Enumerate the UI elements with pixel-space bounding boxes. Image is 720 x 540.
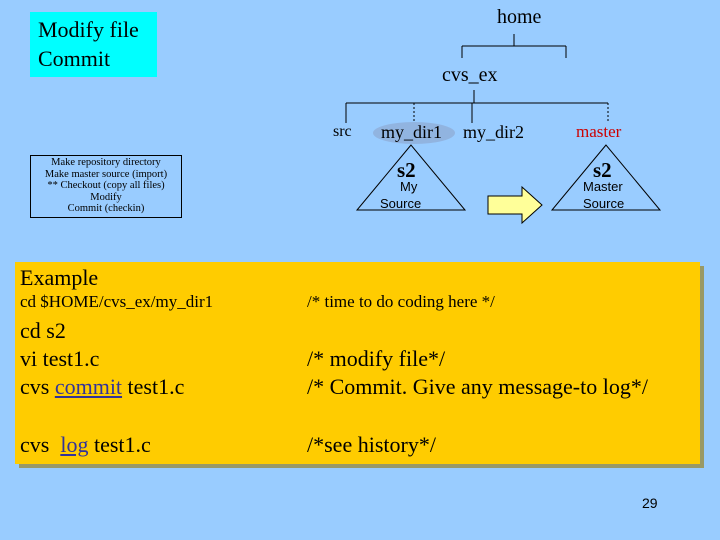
cmd-log-prefix: cvs [20,432,50,457]
commit-keyword: commit [54,374,123,399]
node-cvs-ex: cvs_ex [442,64,498,86]
tree-connectors [345,34,609,123]
step-commit: Commit (checkin) [67,203,145,214]
step-modify: Modify [90,191,122,203]
cmd-cd-s2: cd s2 [20,318,66,343]
node-src: src [333,123,352,140]
page-number: 29 [642,495,658,511]
example-heading: Example [20,265,99,290]
comment-history: /*see history*/ [307,432,436,457]
left-triangle-line1: My [400,179,418,194]
copy-arrow [487,185,543,225]
title-box: Modify file Commit [30,12,157,77]
cmd-log: cvs log test1.c [20,432,151,458]
log-keyword: log [60,432,89,457]
node-master: master [576,122,622,141]
cmd-commit: cvs commit test1.c [20,374,184,400]
mydir1-highlight [373,122,455,144]
cmd-log-file: test1.c [93,432,151,457]
steps-box: Make repository directory Make master so… [30,155,182,218]
cmd-cd-dir: cd $HOME/cvs_ex/my_dir1 [20,292,214,311]
step-checkout: ** Checkout (copy all files) [47,180,165,191]
node-my-dir1: my_dir1 [381,122,442,142]
comment-modify: /* modify file*/ [307,346,446,371]
cmd-commit-prefix: cvs [20,374,50,399]
right-triangle-line1: Master [583,179,623,194]
title-line-1: Modify file [38,17,139,42]
right-triangle-label: s2 [593,158,612,182]
step-import: Make master source (import) [44,168,168,180]
example-box: Example cd $HOME/cvs_ex/my_dir1 /* time … [15,262,700,464]
step-make-repo: Make repository directory [51,157,161,168]
master-source-triangle [550,144,662,211]
node-home: home [497,6,542,28]
right-triangle-line2: Source [583,196,625,211]
left-triangle-label: s2 [397,158,416,182]
node-my-dir2: my_dir2 [463,122,524,142]
cmd-vi: vi test1.c [20,346,100,371]
title-line-2: Commit [38,46,111,71]
comment-coding: /* time to do coding here */ [307,292,495,311]
left-triangle-line2: Source [380,196,422,211]
my-source-triangle [355,144,467,211]
cmd-commit-file: test1.c [127,374,185,399]
comment-commit: /* Commit. Give any message-to log*/ [307,374,648,399]
